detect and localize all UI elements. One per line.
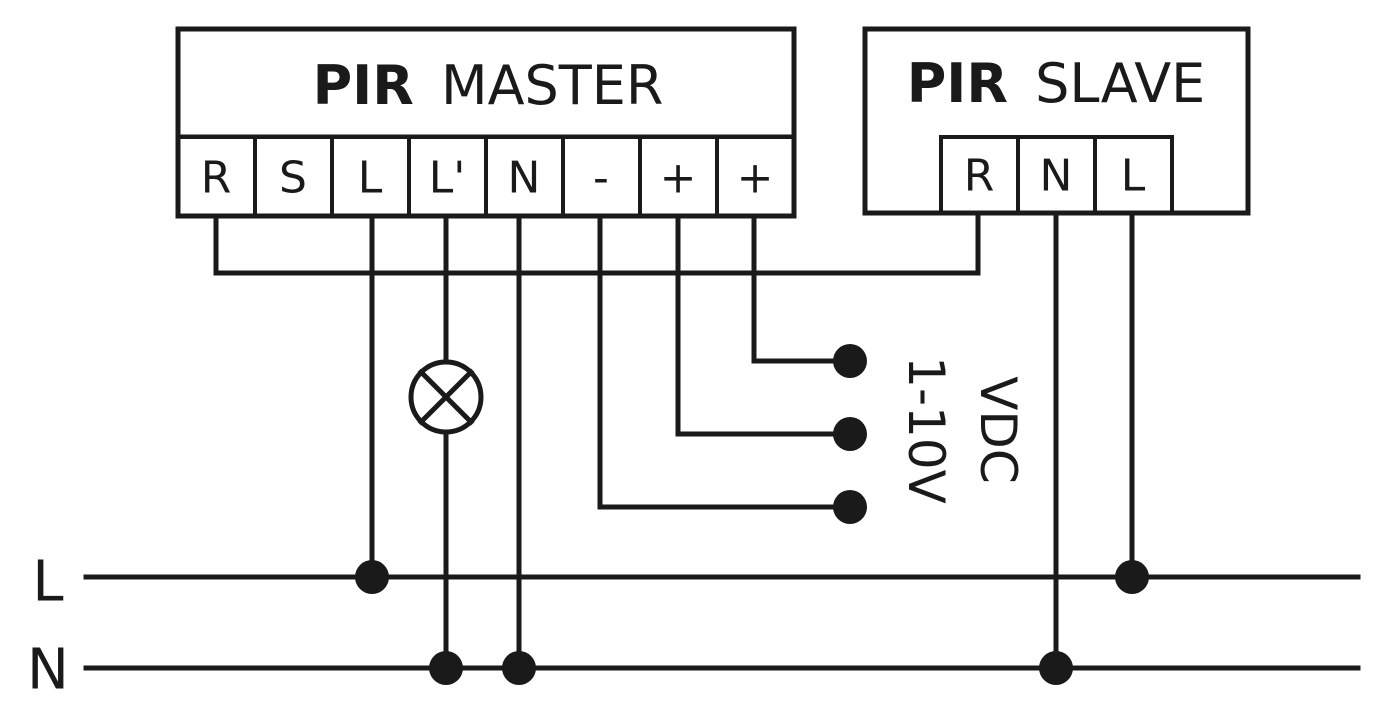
pir-master-outline (175, 26, 797, 219)
master-terminal-label: + (660, 153, 697, 204)
wire-master-plus-1 (675, 213, 853, 437)
master-terminal-label: + (737, 153, 774, 204)
junction-dot-l-master (355, 560, 389, 594)
master-terminal-minus-cell (561, 135, 642, 218)
bus-label-line: L (32, 550, 63, 615)
wire-master-plus-2 (751, 213, 853, 364)
master-terminal-label: L (358, 153, 383, 204)
junction-dot-l-slave (1115, 560, 1149, 594)
wire-r-link (213, 209, 981, 276)
bus-label-neutral: N (27, 638, 69, 703)
lamp-icon (408, 359, 484, 435)
control-terminal-dot-plus-2 (833, 344, 867, 378)
wire-master-minus (597, 213, 853, 510)
master-terminal-label: S (279, 153, 307, 204)
pir-slave-block: PIR SLAVE R N L (862, 26, 1251, 216)
control-label-range: 1-10V (897, 356, 955, 504)
pir-master-title: PIR MASTER (313, 54, 664, 117)
master-terminal-label: - (593, 153, 609, 204)
slave-terminal-l-cell (1093, 135, 1174, 215)
pir-slave-title-bold: PIR (907, 52, 1008, 115)
control-label-vdc: VDC (969, 376, 1027, 484)
slave-terminal-label: L (1121, 151, 1146, 202)
junction-dot-n-lamp (429, 651, 463, 685)
pir-master-title-bold: PIR (313, 54, 414, 117)
master-terminal-l-prime-cell (407, 135, 488, 218)
pir-slave-outline (862, 26, 1251, 216)
control-voltage-label: VDC 1-10V (897, 356, 1027, 504)
pir-slave-title-light: SLAVE (1035, 52, 1205, 115)
master-terminal-l-cell (330, 135, 411, 218)
master-terminal-label: N (508, 153, 541, 204)
junction-dot-n-slave (1039, 651, 1073, 685)
wires (83, 209, 1361, 671)
master-terminal-n-cell (484, 135, 565, 218)
pir-master-block: PIR MASTER R S L L' N - + + (175, 26, 797, 219)
master-terminal-plus-2-cell (715, 135, 796, 218)
master-terminal-label: L' (429, 153, 466, 204)
master-terminal-label: R (201, 153, 232, 204)
control-terminal-dot-plus-1 (833, 417, 867, 451)
pir-slave-title: PIR SLAVE (907, 52, 1206, 115)
pir-master-title-light: MASTER (441, 54, 663, 117)
control-terminal-dot-minus (833, 490, 867, 524)
slave-terminal-label: N (1040, 151, 1073, 202)
slave-terminal-label: R (964, 151, 995, 202)
junction-dot-n-master (502, 651, 536, 685)
